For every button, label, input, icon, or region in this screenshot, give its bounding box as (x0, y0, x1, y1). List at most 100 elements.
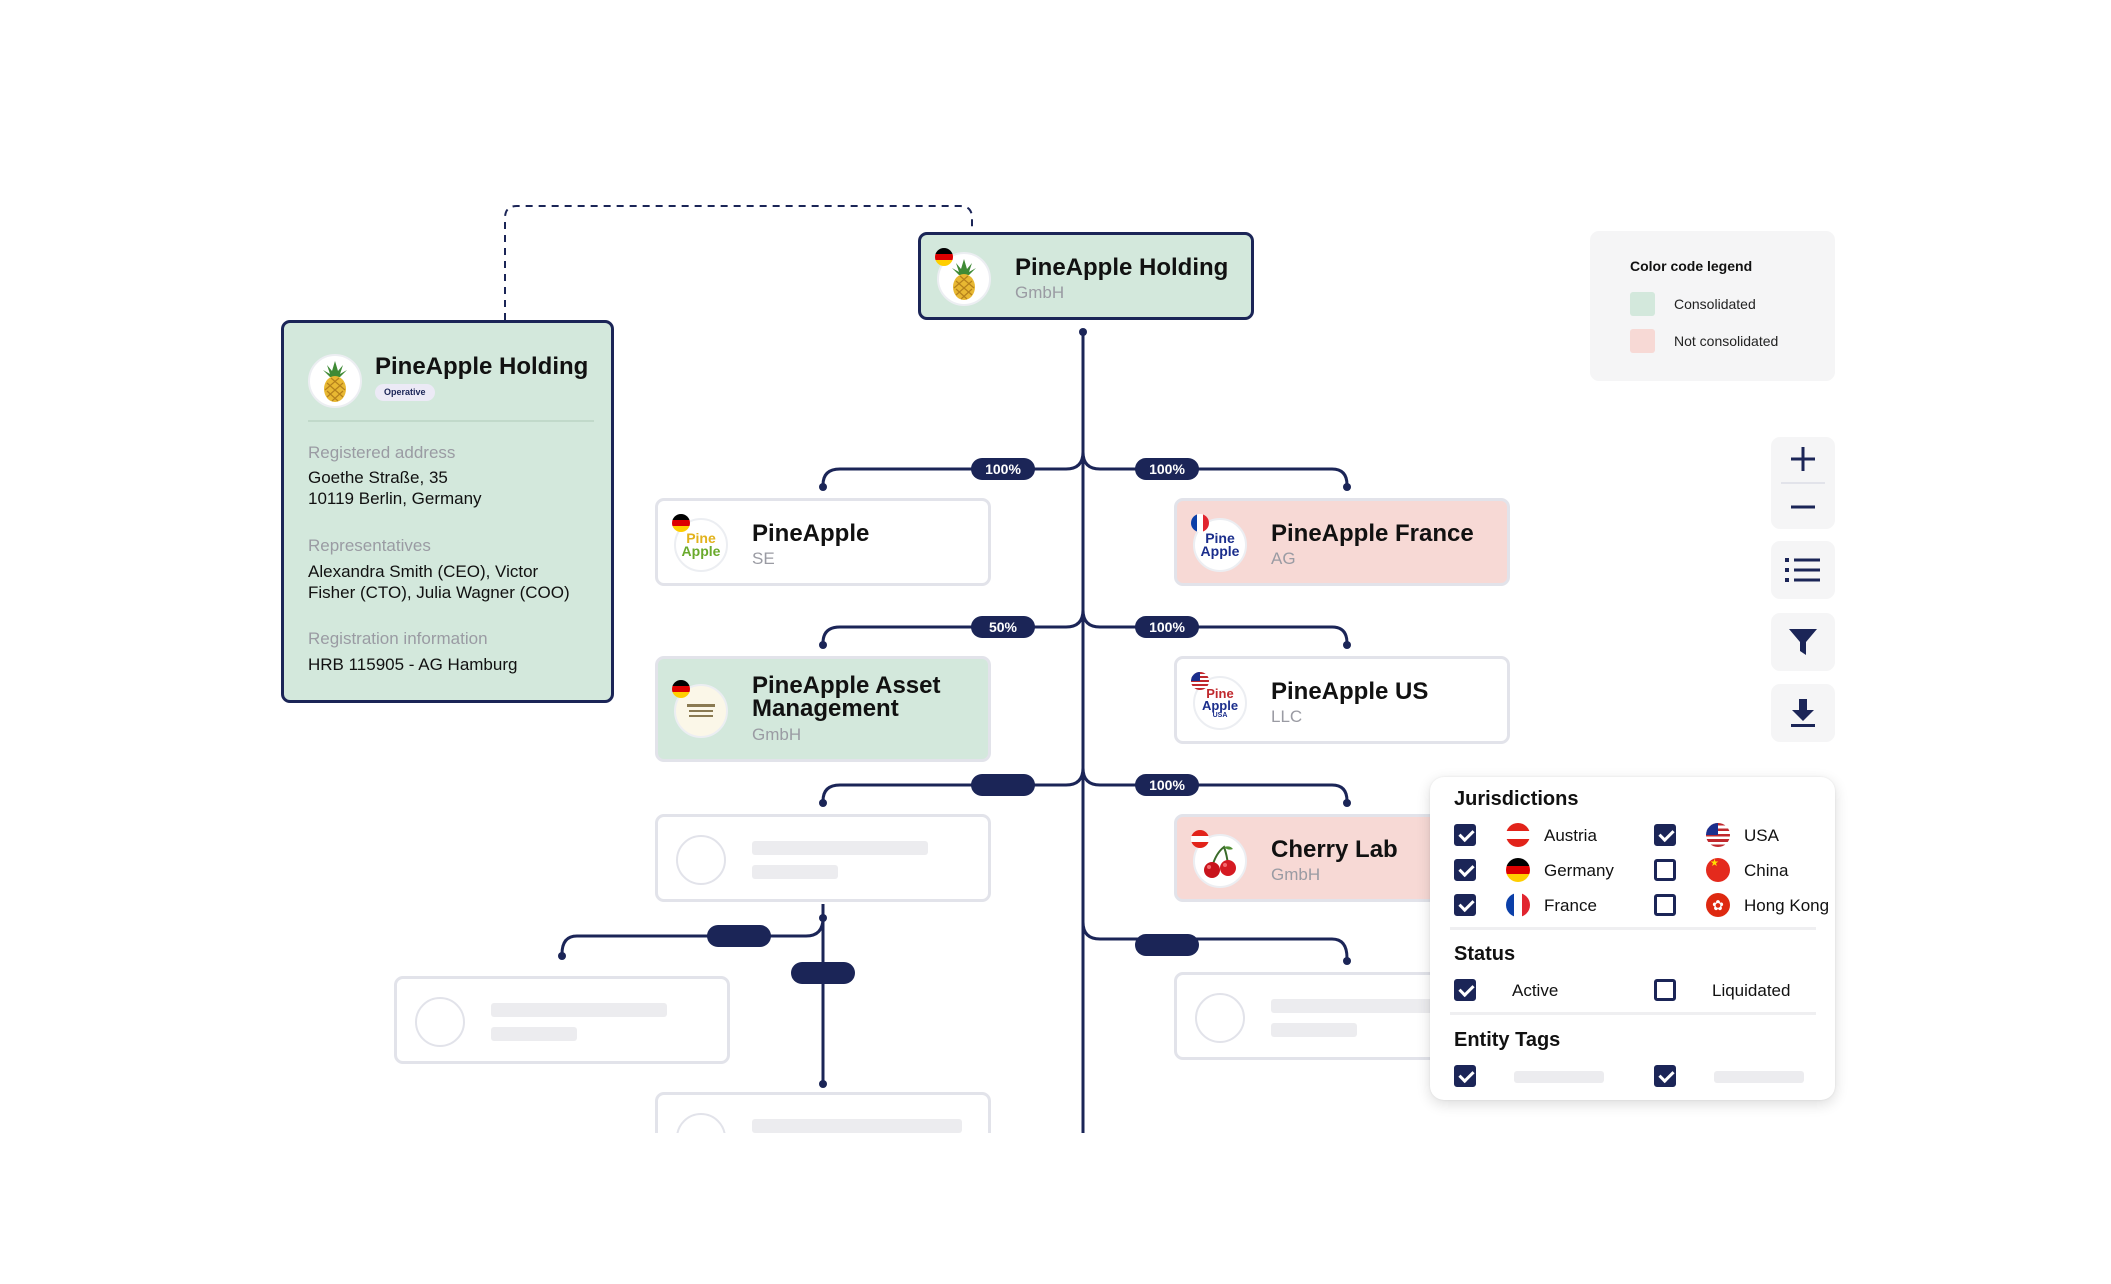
checkbox-china[interactable] (1654, 859, 1676, 881)
filter-icon (1789, 629, 1817, 655)
tag-label-placeholder (1714, 1071, 1804, 1083)
checkbox-liquidated[interactable] (1654, 979, 1676, 1001)
jurisdiction-label: Germany (1544, 861, 1614, 880)
branch-left-3 (821, 767, 1085, 802)
logo-placeholder (676, 1113, 726, 1133)
france-flag-icon (1191, 514, 1209, 532)
austria-flag-icon (1506, 823, 1530, 847)
address-label: Registered address (308, 443, 456, 462)
name-placeholder (1271, 999, 1447, 1013)
section-divider (1450, 1012, 1816, 1015)
entity-node-asset-management[interactable]: PineApple Asset Management GmbH (655, 656, 991, 762)
entity-node-placeholder[interactable] (655, 814, 991, 902)
entity-node-placeholder[interactable] (394, 976, 730, 1064)
jurisdiction-label: USA (1744, 826, 1779, 845)
name-placeholder (752, 1119, 962, 1133)
representatives-value: Alexandra Smith (CEO), Victor Fisher (CT… (308, 562, 570, 602)
ownership-badge-placeholder (1135, 934, 1199, 956)
germany-flag-icon (672, 514, 690, 532)
entity-name: PineApple US (1271, 678, 1429, 705)
jurisdiction-label: France (1544, 896, 1597, 915)
checkbox-hong-kong[interactable] (1654, 894, 1676, 916)
usa-flag-icon (1191, 672, 1209, 690)
address-value: Goethe Straße, 35 10119 Berlin, Germany (308, 468, 482, 508)
pineapple-icon (308, 354, 362, 408)
registration-label: Registration information (308, 629, 488, 648)
jurisdiction-label: Austria (1544, 826, 1597, 845)
hong-kong-flag-icon: ✿ (1706, 893, 1730, 917)
usa-flag-icon (1706, 823, 1730, 847)
entity-type: GmbH (752, 725, 802, 744)
checkbox-active[interactable] (1454, 979, 1476, 1001)
list-icon (1785, 558, 1820, 582)
checkbox-germany[interactable] (1454, 859, 1476, 881)
entity-name: Cherry Lab (1271, 836, 1398, 863)
branch-right-2 (1081, 609, 1349, 644)
status-heading: Status (1454, 943, 1516, 965)
ownership-badge-placeholder (707, 925, 771, 947)
minus-icon[interactable] (1783, 487, 1823, 527)
legend-label-consolidated: Consolidated (1674, 296, 1756, 312)
china-flag-icon: ★ (1706, 858, 1730, 882)
ownership-badge[interactable]: 100% (1135, 774, 1199, 796)
checkbox-france[interactable] (1454, 894, 1476, 916)
download-button[interactable] (1771, 684, 1835, 742)
ownership-badge[interactable]: 100% (1135, 616, 1199, 638)
filter-button[interactable] (1771, 613, 1835, 671)
usa-logo-text: USA (1212, 711, 1228, 719)
ownership-badge[interactable]: 100% (971, 458, 1035, 480)
filter-panel: Jurisdictions Austria USA Germany ★ Chin… (1430, 777, 1835, 1100)
ownership-badge-placeholder (971, 774, 1035, 796)
type-placeholder (752, 865, 838, 879)
checkbox-tag[interactable] (1654, 1065, 1676, 1087)
status-label: Liquidated (1712, 981, 1791, 1000)
zoom-controls (1771, 437, 1835, 529)
representatives-label: Representatives (308, 536, 431, 555)
jurisdictions-heading: Jurisdictions (1454, 788, 1579, 810)
germany-flag-icon (1506, 858, 1530, 882)
ownership-badge[interactable]: 50% (971, 616, 1035, 638)
logo-placeholder (676, 835, 726, 885)
entity-type: LLC (1271, 707, 1303, 726)
checkbox-austria[interactable] (1454, 824, 1476, 846)
entity-type: AG (1271, 549, 1296, 568)
list-view-button[interactable] (1771, 541, 1835, 599)
color-code-legend: Color code legend Consolidated Not conso… (1590, 231, 1835, 381)
checkbox-usa[interactable] (1654, 824, 1676, 846)
sub-branch-left (560, 917, 825, 955)
tag-label-placeholder (1514, 1071, 1604, 1083)
status-label: Active (1512, 981, 1559, 1000)
detail-divider (308, 420, 594, 422)
name-placeholder (752, 841, 928, 855)
asset-management-logo (674, 684, 728, 738)
entity-name: PineApple Holding (1015, 254, 1229, 281)
entity-name: PineApple (752, 520, 870, 547)
plus-icon[interactable] (1783, 439, 1823, 479)
branch-right-1 (1081, 451, 1349, 486)
status-badge: Operative (375, 384, 435, 401)
legend-swatch-consolidated (1630, 292, 1655, 316)
entity-name: PineApple Asset Management (752, 672, 941, 722)
entity-tags-heading: Entity Tags (1454, 1029, 1561, 1051)
branch-right-4 (1081, 921, 1349, 959)
checkbox-tag[interactable] (1454, 1065, 1476, 1087)
france-flag-icon (1506, 893, 1530, 917)
entity-type: GmbH (1271, 865, 1321, 884)
detail-link-dashed (504, 205, 973, 320)
section-divider (1450, 927, 1816, 930)
legend-title: Color code legend (1630, 258, 1753, 274)
detail-entity-name: PineApple Holding (375, 353, 589, 380)
entity-detail-card: PineApple Holding Operative Registered a… (281, 320, 614, 703)
name-placeholder (491, 1003, 667, 1017)
entity-node-holding[interactable]: PineApple Holding GmbH (918, 232, 1254, 320)
ownership-badge[interactable]: 100% (1135, 458, 1199, 480)
entity-node-placeholder[interactable] (655, 1092, 991, 1133)
ownership-badge-placeholder (791, 962, 855, 984)
logo-placeholder (415, 997, 465, 1047)
germany-flag-icon (935, 248, 953, 266)
